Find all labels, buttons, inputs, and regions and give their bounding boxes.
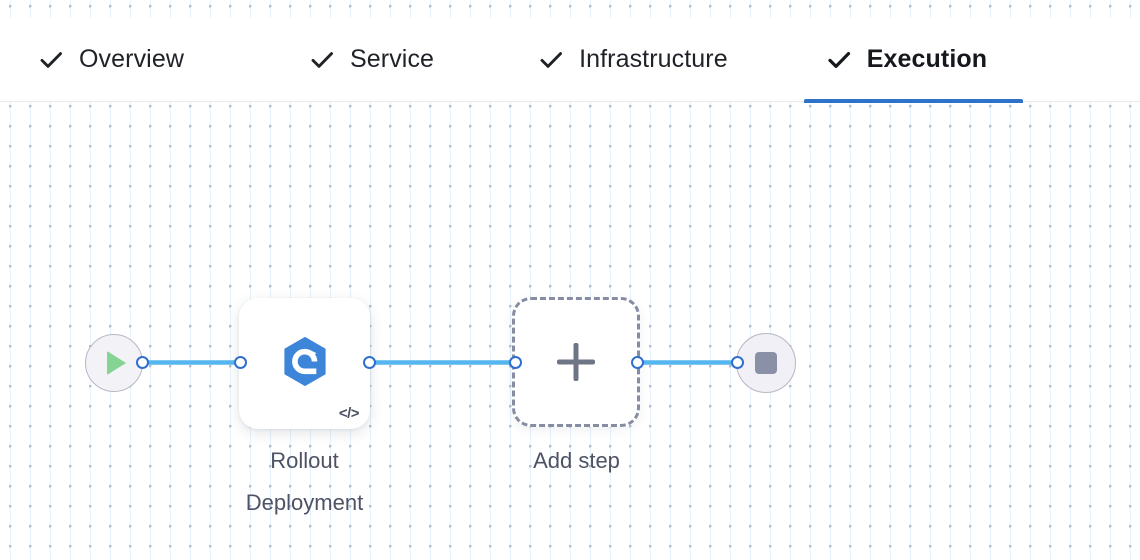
- port-step-in[interactable]: [234, 356, 247, 369]
- port-add-out[interactable]: [631, 356, 644, 369]
- check-icon: [309, 47, 335, 73]
- plus-icon: [573, 343, 579, 381]
- port-add-in[interactable]: [509, 356, 522, 369]
- tab-infrastructure[interactable]: Infrastructure: [538, 18, 728, 102]
- port-step-out[interactable]: [363, 356, 376, 369]
- flow-start-node[interactable]: [85, 334, 143, 392]
- check-icon: [826, 47, 852, 73]
- tab-overview-label: Overview: [79, 45, 184, 73]
- tab-overview[interactable]: Overview: [38, 18, 184, 102]
- tab-service[interactable]: Service: [309, 18, 434, 102]
- rollout-deployment-icon: [281, 335, 329, 392]
- code-badge-icon: </>: [338, 405, 360, 422]
- flow-end-node[interactable]: [736, 333, 796, 393]
- flow-step-rollout-deployment[interactable]: </>: [239, 298, 370, 429]
- execution-flow-graph: </> Rollout Deployment Add step: [0, 102, 1140, 560]
- tab-execution[interactable]: Execution: [803, 18, 1024, 103]
- tab-service-label: Service: [350, 45, 435, 73]
- tab-active-underline: [803, 98, 1024, 103]
- add-step-button[interactable]: [512, 297, 640, 427]
- tab-infrastructure-label: Infrastructure: [579, 45, 728, 73]
- stop-icon: [755, 352, 777, 374]
- check-icon: [38, 47, 64, 73]
- play-icon: [107, 351, 126, 375]
- tab-execution-label: Execution: [866, 45, 988, 73]
- port-start-out[interactable]: [136, 356, 149, 369]
- pipeline-stage-tabs: Overview Service Infrastructure: [0, 18, 1140, 103]
- flow-step-rollout-deployment-label: Rollout Deployment: [245, 448, 364, 515]
- port-end-in[interactable]: [731, 356, 744, 369]
- check-icon: [538, 47, 564, 73]
- add-step-label: Add step: [533, 448, 620, 473]
